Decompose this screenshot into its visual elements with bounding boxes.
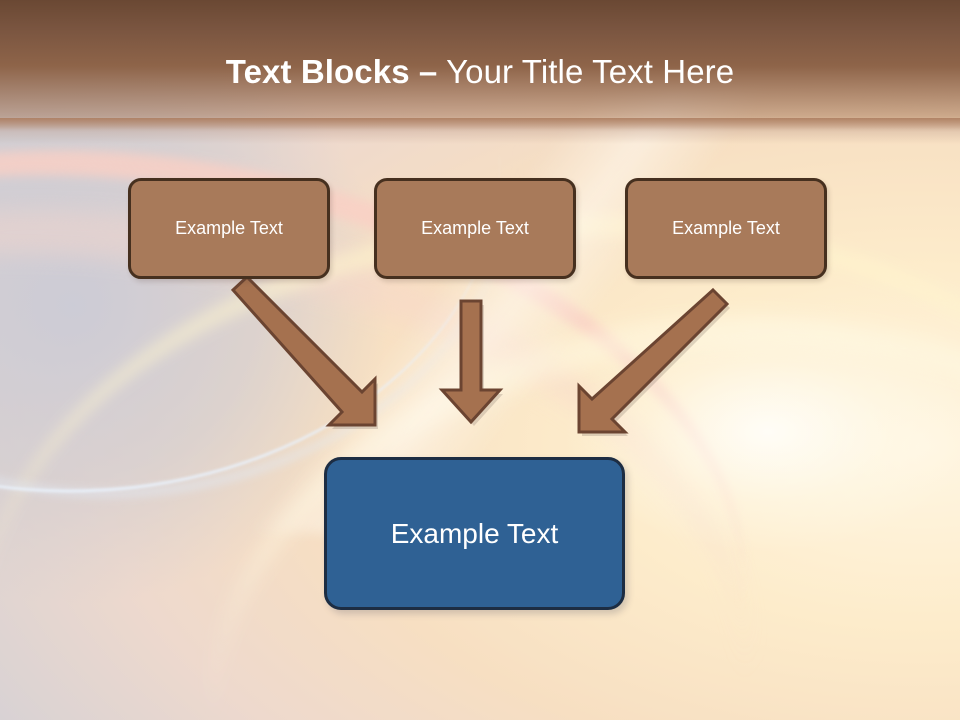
page-title: Text Blocks – Your Title Text Here (0, 52, 960, 92)
arrow-3 (577, 287, 730, 434)
text-block-1-label: Example Text (175, 218, 283, 238)
page-title-bold: Text Blocks – (225, 53, 438, 90)
text-block-3[interactable]: Example Text (625, 178, 827, 279)
title-band-fade (0, 118, 960, 144)
text-block-1[interactable]: Example Text (128, 178, 330, 279)
title-band (0, 0, 960, 132)
arrow-1 (230, 274, 377, 427)
text-block-3-label: Example Text (672, 218, 780, 238)
result-block[interactable]: Example Text (324, 457, 625, 610)
text-block-2-label: Example Text (421, 218, 529, 238)
page-title-light: Your Title Text Here (437, 53, 735, 90)
arrow-2 (438, 299, 504, 425)
result-block-label: Example Text (390, 517, 559, 549)
text-block-2[interactable]: Example Text (374, 178, 576, 279)
